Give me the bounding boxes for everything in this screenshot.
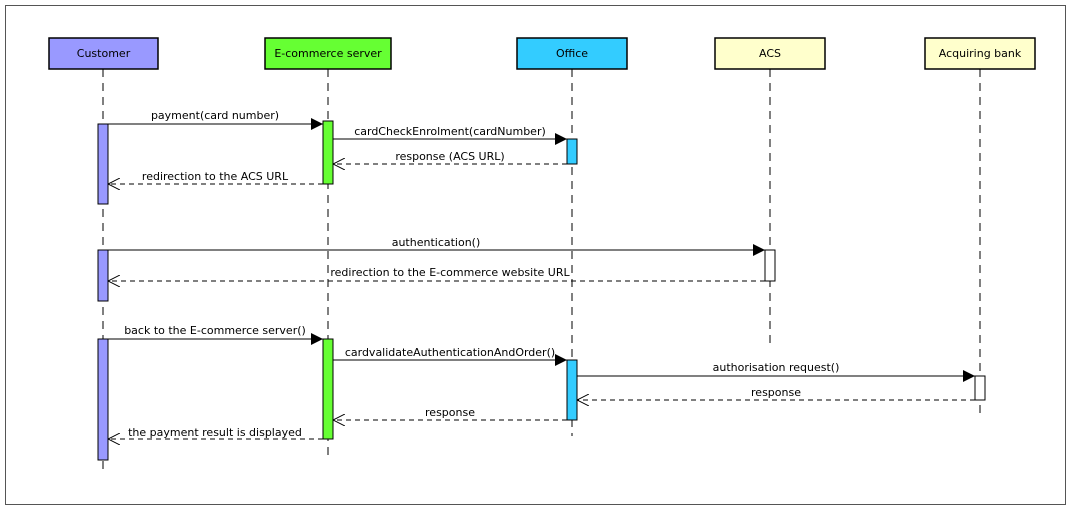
message-label: redirection to the E-commerce website UR… bbox=[330, 266, 570, 279]
participant-label: E-commerce server bbox=[274, 47, 382, 60]
activation-ecommerce-1 bbox=[322, 120, 334, 185]
message-label: response bbox=[751, 386, 801, 399]
message-label: back to the E-commerce server() bbox=[124, 324, 306, 337]
activation-ecommerce-2 bbox=[322, 338, 334, 440]
activation-customer-3 bbox=[97, 338, 109, 461]
message-label: cardCheckEnrolment(cardNumber) bbox=[354, 125, 546, 138]
message-bank-response: response bbox=[577, 386, 975, 400]
participant-label: Acquiring bank bbox=[939, 47, 1022, 60]
activation-office-2 bbox=[566, 359, 578, 421]
participant-office: Office bbox=[516, 37, 628, 70]
message-authentication: authentication() bbox=[108, 236, 765, 256]
message-office-response: response bbox=[333, 406, 567, 420]
message-label: the payment result is displayed bbox=[128, 426, 302, 439]
message-label: payment(card number) bbox=[151, 109, 279, 122]
diagram-frame bbox=[5, 5, 1066, 505]
participant-acs: ACS bbox=[714, 37, 826, 70]
message-label: authentication() bbox=[392, 236, 481, 249]
participant-bank: Acquiring bank bbox=[924, 37, 1036, 70]
activation-bars bbox=[97, 120, 986, 461]
activation-customer-2 bbox=[97, 249, 109, 302]
participant-customer: Customer bbox=[48, 37, 159, 70]
message-card-check-enrolment: cardCheckEnrolment(cardNumber) bbox=[333, 125, 567, 145]
message-redirection-ecommerce: redirection to the E-commerce website UR… bbox=[108, 266, 765, 281]
message-label: response (ACS URL) bbox=[395, 150, 504, 163]
message-redirection-acs: redirection to the ACS URL bbox=[108, 170, 323, 184]
participant-label: Customer bbox=[77, 47, 131, 60]
participant-label: Office bbox=[556, 47, 588, 60]
message-label: redirection to the ACS URL bbox=[142, 170, 289, 183]
message-payment-result: the payment result is displayed bbox=[108, 426, 323, 439]
message-authorisation-request: authorisation request() bbox=[577, 361, 975, 382]
activation-acs-1 bbox=[764, 249, 776, 282]
activation-bank-1 bbox=[974, 375, 986, 401]
message-response-acs-url: response (ACS URL) bbox=[333, 150, 567, 164]
message-payment: payment(card number) bbox=[108, 109, 323, 130]
participant-label: ACS bbox=[759, 47, 781, 60]
activation-customer-1 bbox=[97, 123, 109, 205]
participant-ecommerce: E-commerce server bbox=[264, 37, 392, 70]
message-label: response bbox=[425, 406, 475, 419]
messages: payment(card number) cardCheckEnrolment(… bbox=[108, 109, 975, 439]
activation-office-1 bbox=[566, 138, 578, 165]
message-label: authorisation request() bbox=[713, 361, 840, 374]
message-label: cardvalidateAuthenticationAndOrder() bbox=[345, 346, 555, 359]
message-card-validate: cardvalidateAuthenticationAndOrder() bbox=[333, 346, 567, 366]
message-back-to-ecommerce: back to the E-commerce server() bbox=[108, 324, 323, 345]
